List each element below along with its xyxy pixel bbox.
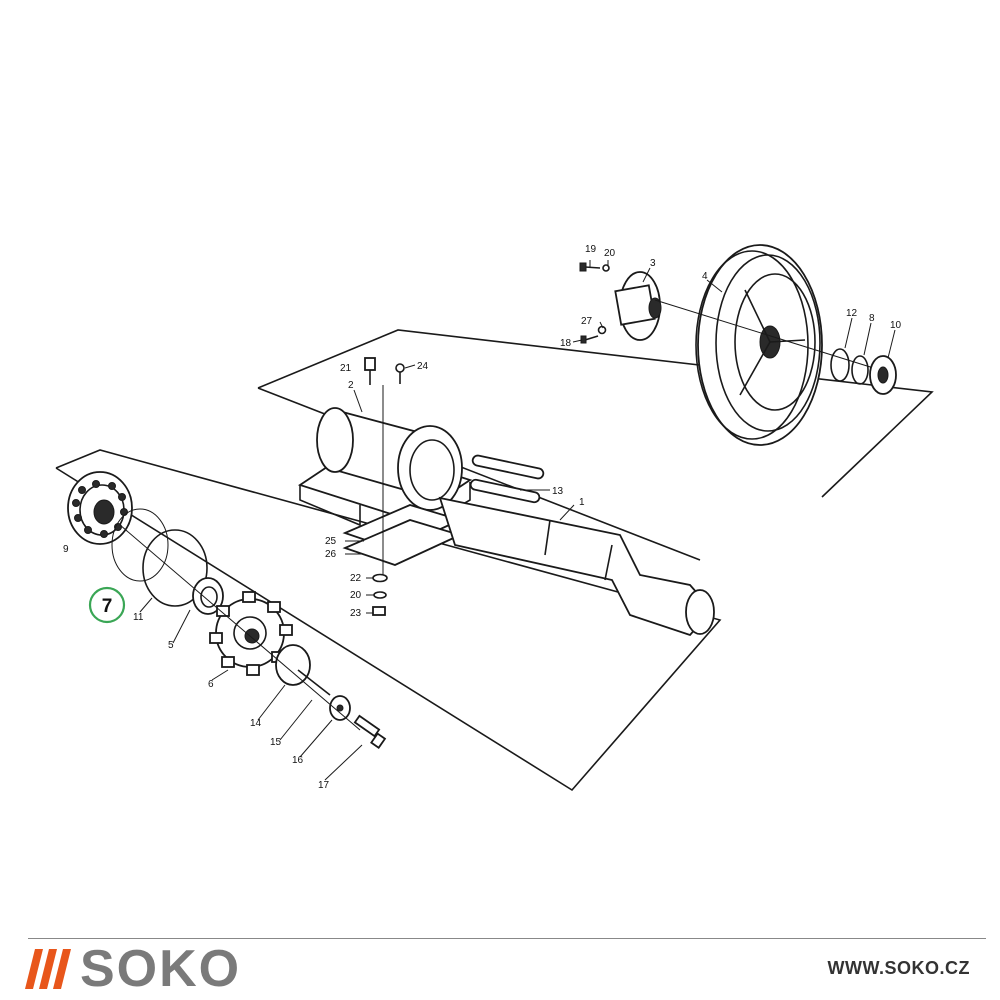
label-5: 5 [168,640,174,651]
part-labels: 1 2 3 4 5 6 8 9 10 11 12 13 14 15 16 17 … [63,244,902,791]
label-11: 11 [133,612,144,623]
label-17: 17 [318,780,330,791]
label-10: 10 [890,320,902,331]
housing-assembly [297,357,715,637]
label-18: 18 [560,338,572,349]
circlip-11 [142,529,208,607]
highlight-circle [88,586,126,624]
circlip-12 [830,348,850,382]
label-9: 9 [63,544,69,555]
brand-name: SOKO [80,940,242,998]
label-6: 6 [208,679,214,690]
label-4: 4 [702,271,708,282]
brand-logo: SOKO [25,940,241,998]
label-14: 14 [250,718,262,729]
label-22: 22 [350,573,362,584]
label-16: 16 [292,755,304,766]
shaft-1 [438,496,714,637]
washer-14 [275,644,311,686]
bolt-17 [353,714,381,738]
label-20-lower: 20 [350,590,362,601]
label-8: 8 [869,313,875,324]
label-27: 27 [581,316,593,327]
sprocket-assembly [67,471,387,750]
label-24: 24 [417,361,429,372]
label-12: 12 [846,308,858,319]
upper-frame [257,329,934,498]
label-15: 15 [270,737,282,748]
brand-stripes-icon [25,949,71,989]
washer-8 [851,355,869,385]
label-13: 13 [552,486,564,497]
lower-frame [55,449,722,792]
label-3: 3 [650,258,656,269]
label-19: 19 [585,244,597,255]
leader-lines [139,260,896,781]
label-1: 1 [579,497,585,508]
label-20-upper: 20 [604,248,616,259]
seal-ring-7 [111,508,169,582]
footer-divider [28,938,986,939]
housing-left-end [316,407,354,473]
label-26: 26 [325,549,337,560]
housing-bore [397,425,463,511]
label-25: 25 [325,536,337,547]
highlight-callout-7: 7 [88,586,126,624]
highlighted-part-number: 7 [102,596,113,617]
pulley-assembly [579,244,897,446]
label-23: 23 [350,608,362,619]
hub-bore [648,297,662,319]
label-2: 2 [348,380,354,391]
label-21: 21 [340,363,352,374]
spacer-5 [192,577,224,615]
website-link[interactable]: WWW.SOKO.CZ [827,958,970,978]
key-13 [471,454,545,480]
